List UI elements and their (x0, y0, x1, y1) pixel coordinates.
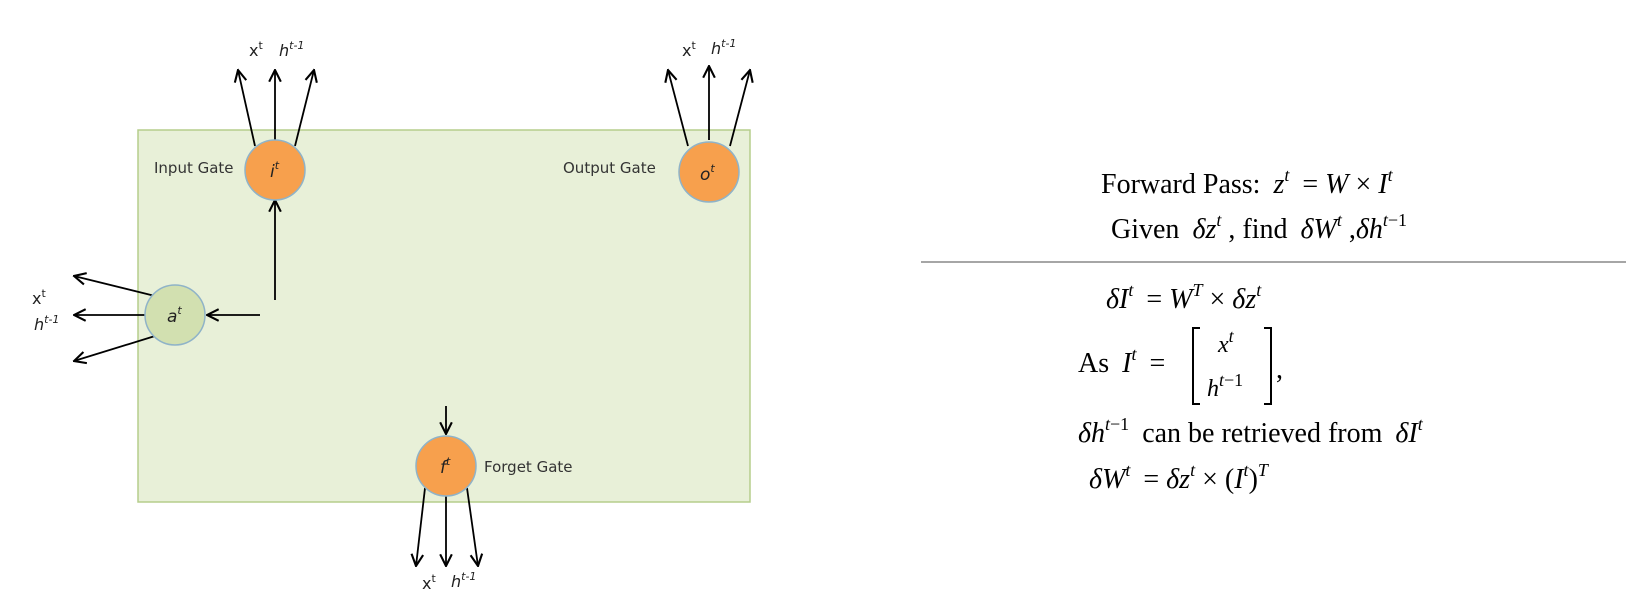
svg-text:ft: ft (440, 455, 451, 478)
delta-W-equation: δWt = δzt × (It)T (1089, 452, 1270, 495)
svg-text:Forward Pass: zt =: Forward Pass: zt = W × It (1101, 157, 1394, 200)
svg-text:xt: xt (249, 39, 263, 60)
svg-text:it: it (270, 159, 280, 182)
svg-text:xt: xt (32, 287, 46, 308)
output-gate-node: ot (678, 141, 740, 203)
svg-text:δWt = δzt × (It)T: δWt = δzt × (It)T (1089, 452, 1270, 495)
svg-text:at: at (167, 304, 182, 327)
svg-text:xt: xt (682, 39, 696, 60)
delta-I-equation: δIt = WT × δzt (1106, 272, 1262, 315)
svg-text:,: , (1276, 354, 1283, 385)
activation-node: at (144, 284, 206, 346)
input-gate-outgoing-arrows (238, 70, 314, 147)
output-gate-outgoing-arrows (668, 66, 750, 147)
input-gate-label: Input Gate (154, 159, 234, 177)
forget-gate-label: Forget Gate (484, 458, 573, 476)
forget-gate-bottom-labels: xt ht-1 (422, 570, 476, 593)
input-gate-top-labels: xt ht-1 (249, 39, 304, 60)
svg-text:δIt = WT × δzt: δIt = WT × δzt (1106, 272, 1262, 315)
activation-outgoing-arrows (74, 276, 156, 361)
output-gate-top-labels: xt ht-1 (682, 37, 736, 60)
as-I-vector-equation: As It = xt ht−1 , (1078, 326, 1283, 405)
svg-text:Given δzt , find: Given δzt , find δWt ,δht−1 (1111, 202, 1407, 245)
svg-text:ot: ot (700, 162, 715, 185)
svg-text:ht-1: ht-1 (279, 39, 304, 60)
output-gate-label: Output Gate (563, 159, 656, 177)
svg-text:δht−1 can be retrieved f: δht−1 can be retrieved from δIt (1078, 406, 1424, 449)
svg-text:ht-1: ht-1 (451, 570, 476, 591)
svg-text:As It =: As It = (1078, 336, 1165, 379)
svg-text:ht-1: ht-1 (34, 313, 59, 334)
given-find-statement: Given δzt , find δWt ,δht−1 (1111, 202, 1407, 245)
svg-text:xt: xt (1217, 326, 1235, 358)
forward-pass-equation: Forward Pass: zt = W × It (1101, 157, 1394, 200)
forget-gate-outgoing-arrows (416, 487, 478, 566)
input-gate-node: it (244, 139, 306, 201)
svg-text:ht-1: ht-1 (711, 37, 736, 58)
forget-gate-node: ft (415, 435, 477, 497)
svg-text:ht−1: ht−1 (1207, 370, 1243, 402)
retrieval-statement: δht−1 can be retrieved from δIt (1078, 406, 1424, 449)
svg-text:xt: xt (422, 572, 436, 593)
activation-side-labels: xt ht-1 (32, 287, 59, 334)
